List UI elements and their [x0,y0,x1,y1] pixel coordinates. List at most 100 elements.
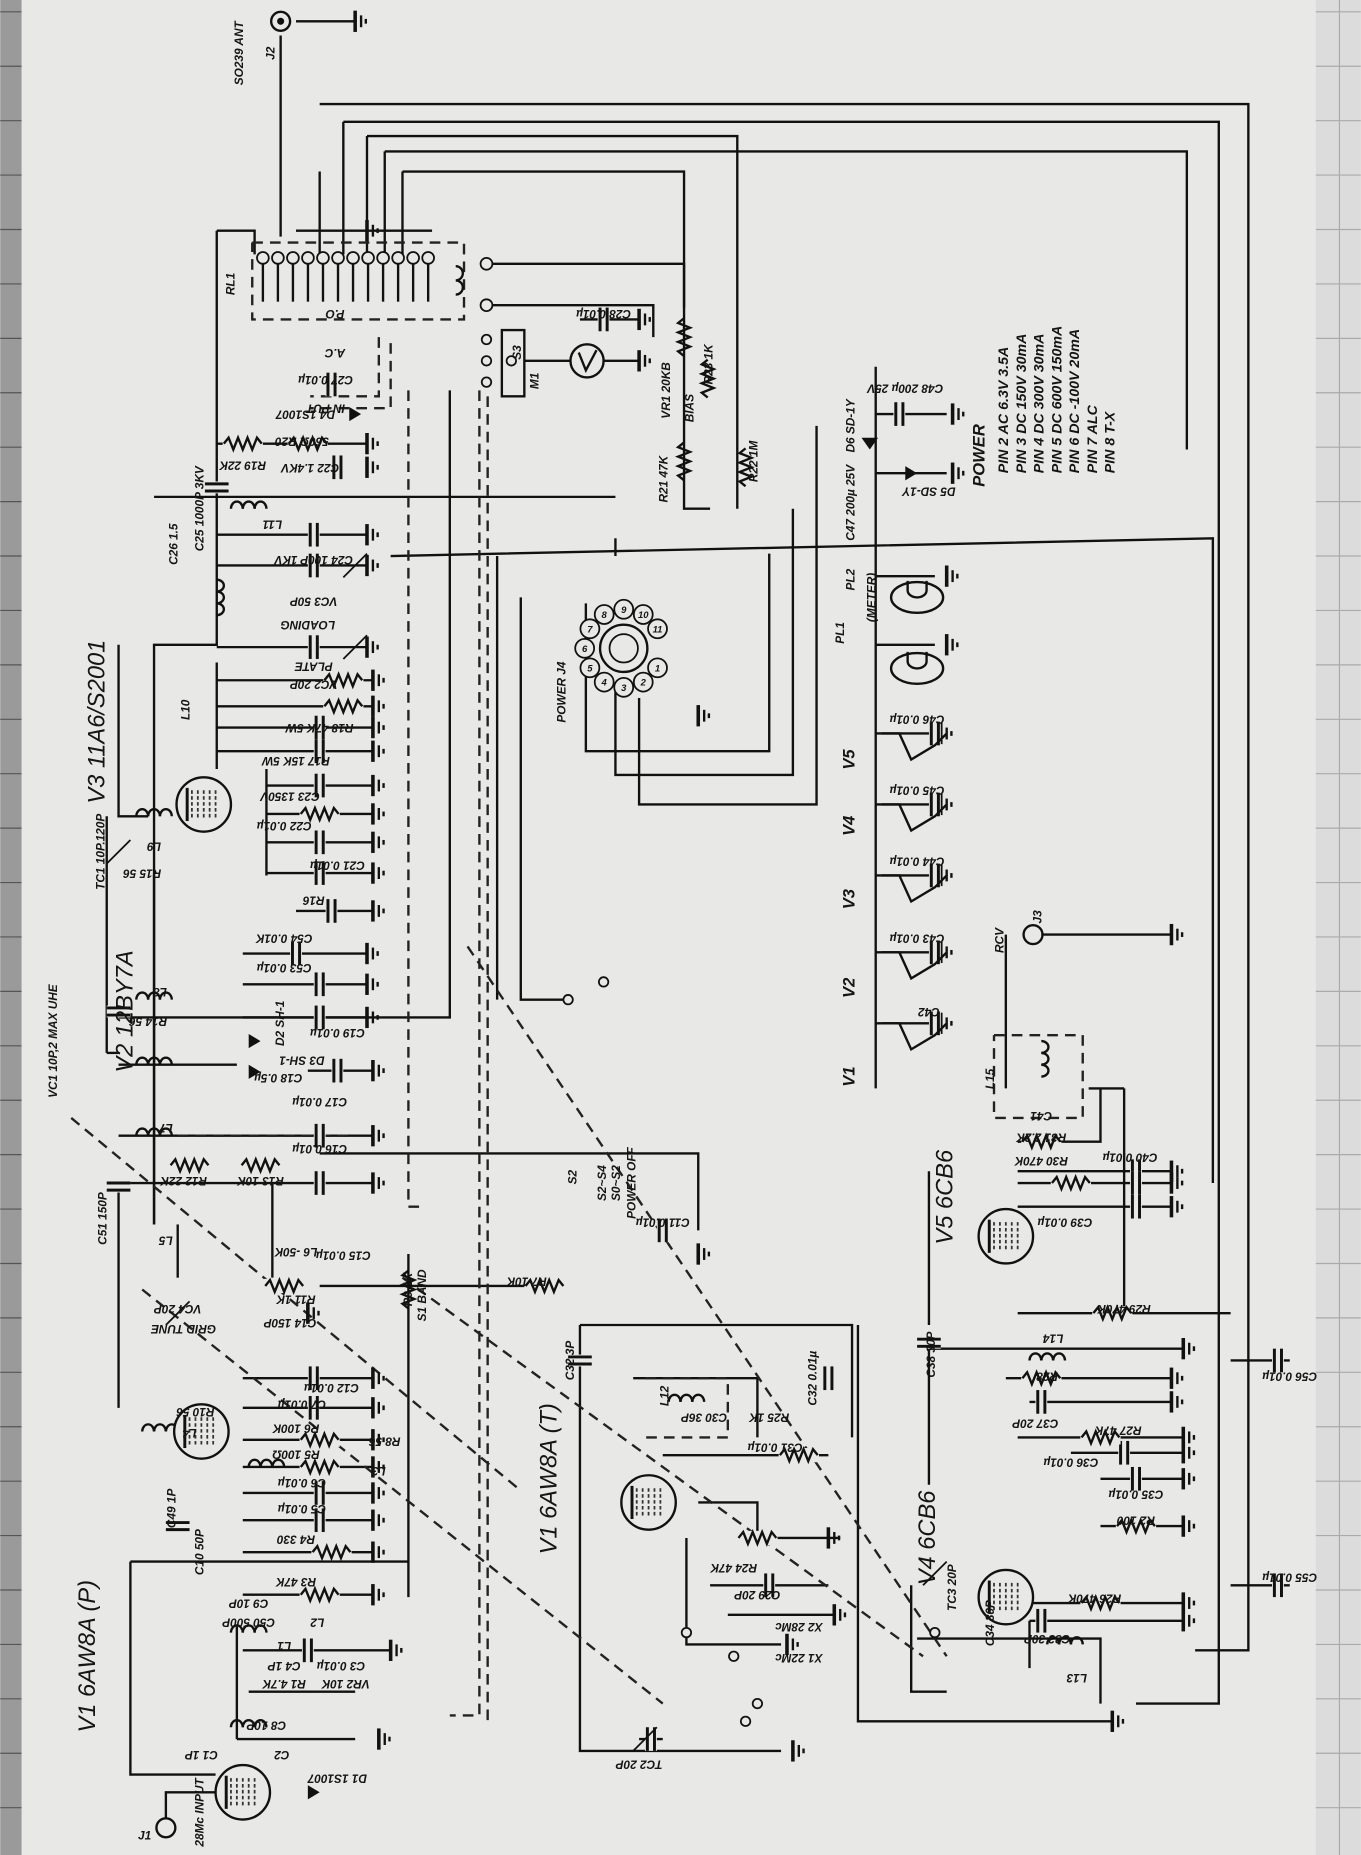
label-l1: L1 [277,1639,291,1653]
switch-contact [562,994,574,1006]
capacitor-icon [313,715,326,740]
socket-pin-number: 3 [621,683,627,694]
ground-icon [696,1243,711,1265]
label-v3: V3 [839,888,858,909]
notebook-edge-right [1315,0,1361,1855]
wire [578,1325,782,1753]
shielded-cable [141,1288,664,1705]
label-c37: C37 20P [1012,1417,1058,1431]
socket-pin-number: 9 [621,605,627,616]
label-c30: C30 36P [681,1411,727,1425]
label-c21: C21 0.01µ [310,858,365,872]
resistor-icon [524,1276,565,1296]
label-s1: S1 BAND [415,1269,429,1321]
capacitor-icon [1130,1171,1142,1195]
label-c14: C14 150P [264,1316,317,1330]
capacitor-icon [204,481,229,494]
ground-icon [371,862,385,884]
ground-icon [1181,1610,1196,1632]
ground-icon [365,1006,379,1029]
capacitor-icon [656,1218,669,1243]
vacuum-tube-icon [620,1474,677,1531]
label-c56: C56 0.01µ [1262,1369,1317,1383]
label-l8: L8 [153,985,167,999]
label-ant: SO239 ANT [232,19,246,85]
shielded-cable [251,241,466,321]
wire [117,644,149,818]
wire [633,1377,759,1438]
power-legend-title: POWER [970,424,989,487]
antenna-jack-center [277,17,285,25]
resistor-icon [323,671,364,690]
switch-contact [480,333,493,346]
socket-pin-number: 1 [655,663,660,674]
heater-icon [881,732,948,762]
label-x2: X2 28Mc [775,1620,824,1634]
inductor-icon [667,1393,706,1403]
ground-icon [371,1172,385,1194]
ground-icon [371,1125,385,1147]
label-r31: R31 2.2K [1015,1130,1066,1144]
rcv-jack-icon [1022,923,1044,946]
notebook-edge-left [0,0,22,1855]
ground-icon [371,1456,385,1478]
switch-contact [739,1715,752,1727]
ground-icon [1181,1338,1196,1360]
label-c43: C43 0.01µ [890,932,945,946]
ground-icon [371,716,385,739]
socket-pin-number: 6 [582,644,588,655]
resistor-icon [299,1457,340,1477]
ground-icon [826,1527,841,1549]
ground-icon [365,432,379,455]
label-tc3: TC3 20P [945,1564,959,1611]
power-socket-key [608,633,639,664]
label-j3: J3 [1030,910,1044,924]
label-v1tube: V1 6AW8A (P) [75,1580,101,1733]
label-pl1: PL1 [833,622,847,644]
label-r28: R28 [1036,1369,1058,1383]
ground-icon [371,1584,385,1606]
label-l10: L10 [179,699,193,720]
label-c7: C7 0.01µ [278,1398,326,1412]
capacitor-icon [1272,1573,1284,1598]
label-c9: C9 10P [229,1596,269,1610]
label-powerj4: POWER J4 [555,661,569,723]
ground-icon [1169,1367,1184,1389]
ground-icon [365,220,379,242]
label-d5: D5 SD-1Y [901,484,955,498]
socket-pin [613,676,635,698]
power-pin-item: PIN 2 AC 6.3V 3.5A [996,347,1012,473]
ground-icon [1169,1196,1184,1218]
capacitor-icon [313,1481,326,1505]
power-pin-item: PIN 6 DC -100V 20mA [1067,329,1083,473]
label-v4: V4 [839,816,858,836]
label-r4: R4 330 [277,1533,316,1547]
socket-pin [574,637,596,659]
capacitor-icon [313,1123,326,1148]
pilot-lamp-icon [889,580,945,614]
capacitor-icon [1130,1194,1142,1219]
wire [487,262,711,510]
label-r26: R26 470K [1066,1592,1121,1606]
label-c5: C5 0.01µ [278,1502,326,1516]
label-c36: C36 0.01µ [1043,1456,1098,1470]
label-r29: R29 470K [1096,1302,1151,1316]
capacitor-icon [307,1366,320,1391]
label-c48: C48 200µ 25V [866,381,943,395]
ground-icon [944,565,959,587]
label-l9: L9 [147,839,161,853]
vacuum-tube-icon [977,1207,1035,1265]
switch-contact [480,376,493,388]
heater-icon [881,803,948,833]
shielded-cable [466,945,948,1657]
switch-contact [505,355,517,367]
label-l3: L3 [372,1464,386,1478]
label-v2: V2 [839,977,858,998]
ground-icon [637,350,651,372]
power-pin-item: PIN 5 DC 600V 150mA [1049,326,1065,473]
ground-icon [832,1604,847,1626]
label-rcv: RCV [992,927,1006,953]
